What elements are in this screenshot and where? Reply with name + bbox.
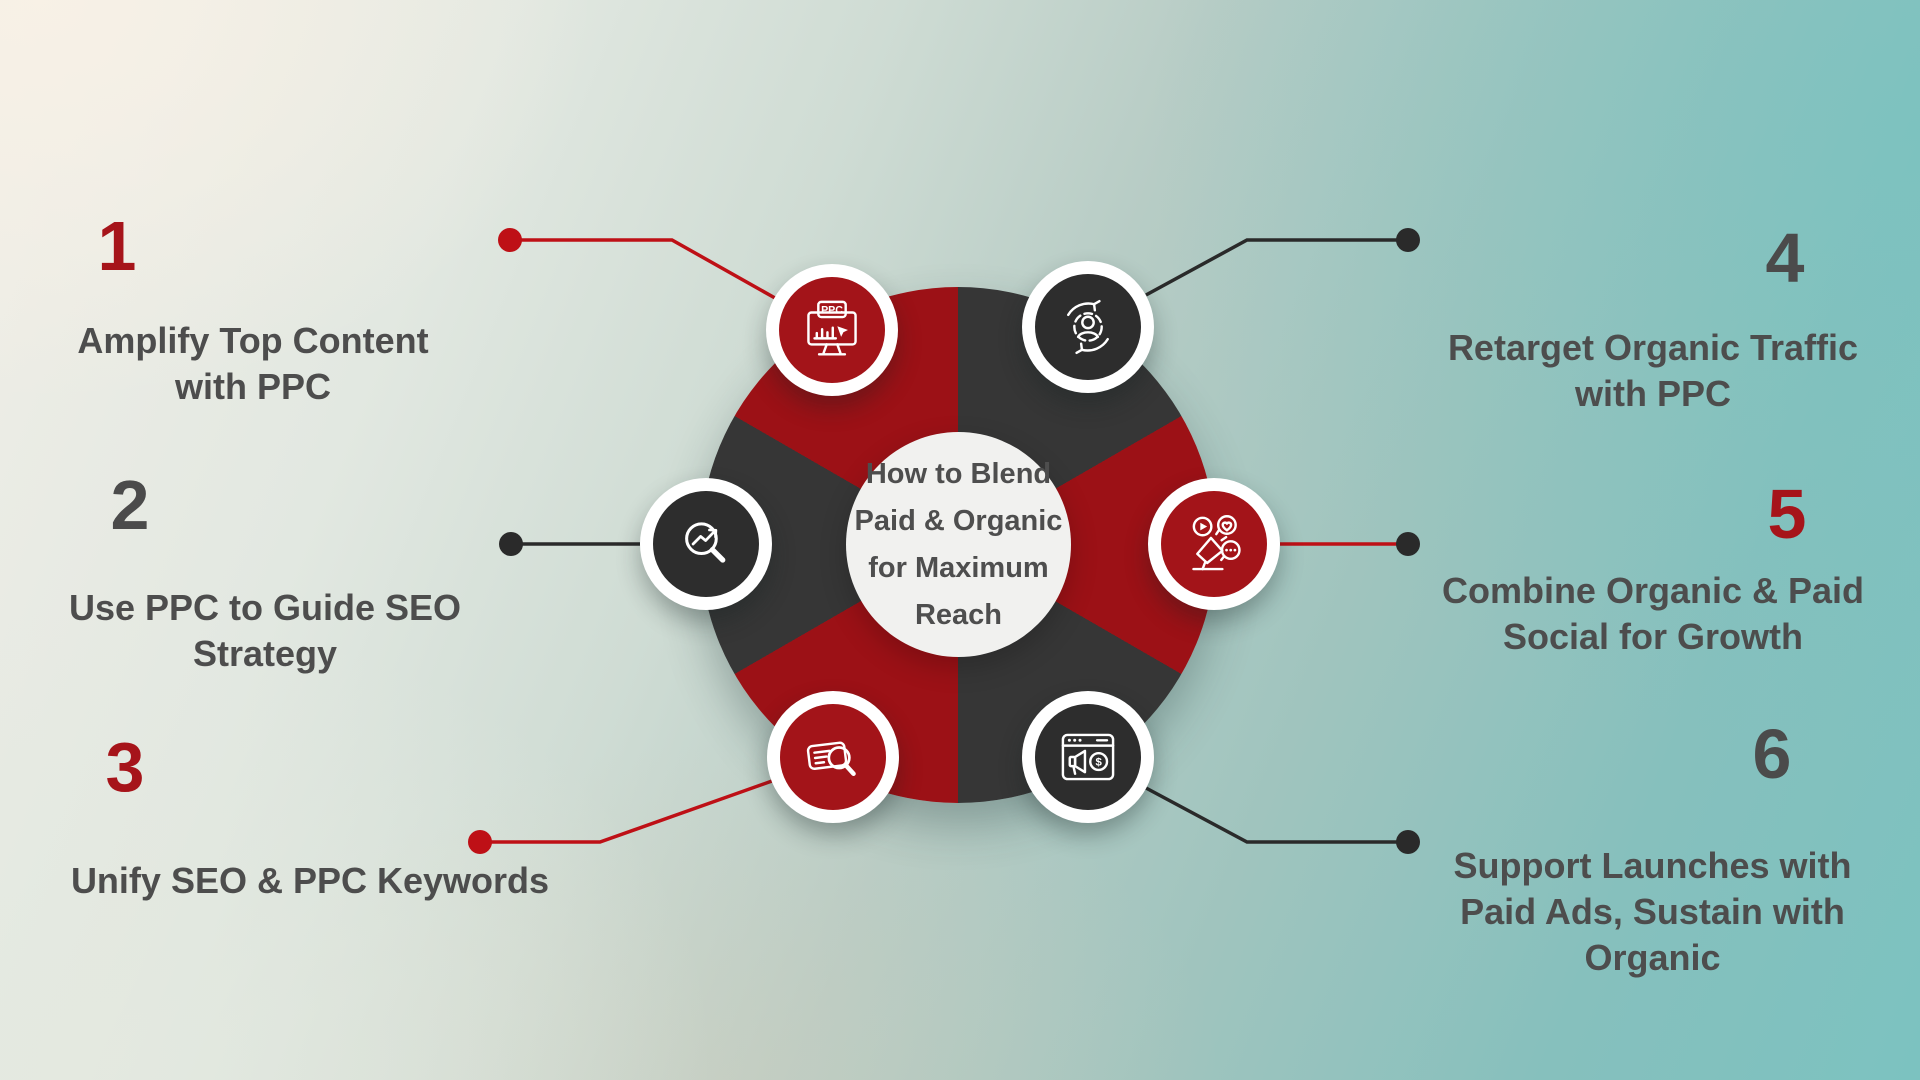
step-label-2: Use PPC to Guide SEO Strategy bbox=[65, 585, 465, 677]
step-number-1: 1 bbox=[97, 207, 137, 285]
connector-step-4 bbox=[1145, 228, 1420, 297]
ppc-monitor-icon: PPC bbox=[807, 300, 857, 356]
connector-dot-3 bbox=[468, 830, 492, 854]
connector-step-1 bbox=[498, 228, 776, 300]
center-title-circle: How to Blend Paid & Organic for Maximum … bbox=[846, 432, 1071, 657]
node-circle-red: PPC bbox=[779, 277, 885, 383]
node-step-4 bbox=[1022, 261, 1154, 393]
connector-step-3 bbox=[468, 779, 773, 854]
retarget-audience-icon bbox=[1067, 299, 1109, 355]
step-label-line: Paid Ads, Sustain with bbox=[1460, 891, 1845, 932]
connector-dot-5 bbox=[1396, 532, 1420, 556]
seo-growth-icon bbox=[685, 522, 726, 563]
connector-step-5 bbox=[1280, 532, 1420, 556]
step-label-1: Amplify Top Content with PPC bbox=[53, 318, 453, 410]
social-megaphone-icon bbox=[1192, 515, 1241, 571]
node-circle-red bbox=[780, 704, 886, 810]
node-step-5 bbox=[1148, 478, 1280, 610]
node-step-3 bbox=[767, 691, 899, 823]
center-title-line: for Maximum bbox=[868, 551, 1049, 584]
connector-step-6 bbox=[1145, 786, 1420, 854]
node-circle-red bbox=[1161, 491, 1267, 597]
step-label-line: Use PPC to Guide SEO bbox=[68, 587, 462, 628]
step-label-5: Combine Organic & Paid Social for Growth bbox=[1433, 568, 1873, 660]
paid-ads-browser-icon: $ bbox=[1061, 733, 1115, 781]
step-number-6: 6 bbox=[1752, 715, 1792, 793]
svg-text:$: $ bbox=[1095, 757, 1102, 769]
step-label-line: Social for Growth bbox=[1502, 616, 1804, 657]
step-label-line: with PPC bbox=[174, 366, 331, 407]
center-title-line: Paid & Organic bbox=[854, 504, 1063, 537]
connector-step-2 bbox=[499, 532, 640, 556]
step-label-line: Unify SEO & PPC Keywords bbox=[70, 860, 550, 901]
step-number-5: 5 bbox=[1767, 475, 1807, 553]
svg-text:PPC: PPC bbox=[821, 305, 843, 317]
center-title-line: How to Blend bbox=[865, 457, 1052, 490]
step-label-line: with PPC bbox=[1574, 373, 1731, 414]
connector-dot-2 bbox=[499, 532, 523, 556]
step-label-line: Organic bbox=[1584, 937, 1721, 978]
step-number-2: 2 bbox=[110, 466, 150, 544]
step-number-4: 4 bbox=[1765, 219, 1805, 297]
node-circle-dark bbox=[653, 491, 759, 597]
node-step-1: PPC bbox=[766, 264, 898, 396]
step-label-line: Amplify Top Content bbox=[77, 320, 429, 361]
step-label-line: Combine Organic & Paid bbox=[1441, 570, 1865, 611]
node-step-2 bbox=[640, 478, 772, 610]
node-step-6: $ bbox=[1022, 691, 1154, 823]
step-number-3: 3 bbox=[105, 728, 145, 806]
connector-dot-1 bbox=[498, 228, 522, 252]
connector-dot-4 bbox=[1396, 228, 1420, 252]
connector-dot-6 bbox=[1396, 830, 1420, 854]
keyword-search-icon bbox=[806, 741, 856, 776]
step-label-3: Unify SEO & PPC Keywords bbox=[50, 858, 570, 904]
step-label-6: Support Launches with Paid Ads, Sustain … bbox=[1430, 843, 1875, 981]
node-circle-dark: $ bbox=[1035, 704, 1141, 810]
step-label-line: Retarget Organic Traffic bbox=[1447, 327, 1859, 368]
step-label-line: Strategy bbox=[192, 633, 338, 674]
node-circle-dark bbox=[1035, 274, 1141, 380]
center-title-line: Reach bbox=[914, 598, 1003, 631]
step-label-4: Retarget Organic Traffic with PPC bbox=[1433, 325, 1873, 417]
step-label-line: Support Launches with bbox=[1453, 845, 1852, 886]
